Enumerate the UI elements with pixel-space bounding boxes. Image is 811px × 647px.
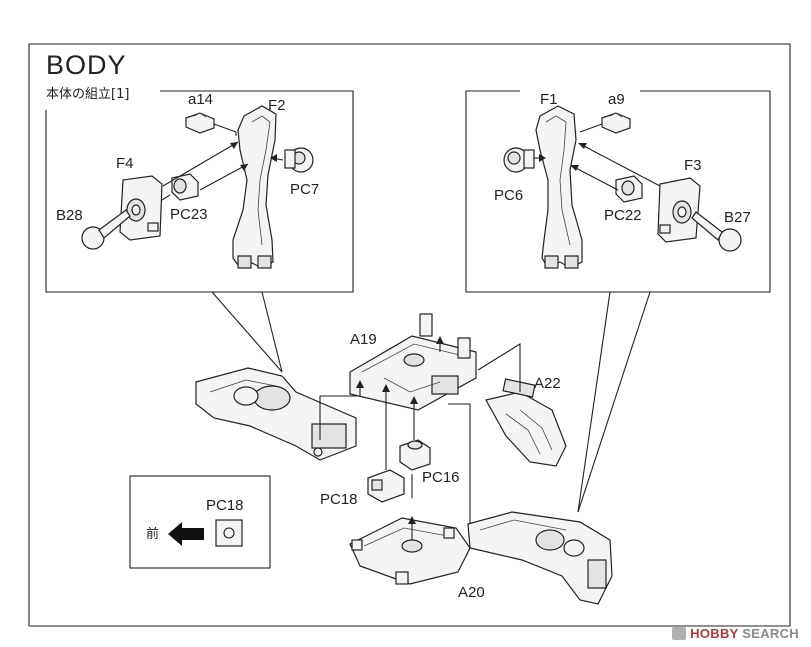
label-f4: F4 — [116, 155, 134, 172]
note-part-shape — [215, 519, 243, 547]
part-a9 — [579, 112, 631, 134]
label-f2: F2 — [268, 97, 286, 114]
part-a14 — [185, 112, 237, 136]
watermark-accent: SEARCH — [742, 626, 799, 641]
part-b27 — [691, 211, 742, 252]
watermark: HOBBY SEARCH — [672, 626, 799, 641]
part-a19 — [349, 313, 477, 411]
label-pc23: PC23 — [170, 206, 208, 223]
right-callout: F1 a9 PC6 F3 PC22 B27 — [465, 90, 771, 513]
left-callout: a14 F2 F4 PC7 B28 PC23 — [45, 90, 354, 373]
label-pc6: PC6 — [494, 187, 523, 204]
note-part-label: PC18 — [206, 497, 244, 514]
label-a19: A19 — [350, 331, 377, 348]
part-pc16 — [399, 439, 431, 471]
orientation-note: PC18 前 — [129, 475, 271, 569]
label-pc7: PC7 — [290, 181, 319, 198]
body-right-half — [467, 511, 613, 605]
label-b27: B27 — [724, 209, 751, 226]
label-pc16: PC16 — [422, 469, 460, 486]
label-a14: a14 — [188, 91, 213, 108]
note-direction-label: 前 — [146, 526, 159, 542]
body-left-half — [195, 367, 357, 461]
brand-logo-icon — [672, 627, 687, 640]
watermark-brand: HOBBY — [690, 626, 739, 641]
part-a22 — [485, 378, 567, 467]
label-a22: A22 — [534, 375, 561, 392]
outer-frame — [28, 43, 791, 627]
part-pc22 — [615, 175, 643, 203]
part-b28 — [81, 209, 131, 250]
part-f1 — [535, 105, 583, 269]
label-a9: a9 — [608, 91, 625, 108]
part-f4 — [119, 175, 163, 241]
page-subtitle: 本体の組立[1] — [46, 87, 129, 102]
page-title: BODY — [46, 50, 127, 80]
front-arrow-icon — [168, 522, 204, 546]
part-pc7 — [284, 147, 314, 173]
label-f3: F3 — [684, 157, 702, 174]
label-pc18: PC18 — [320, 491, 358, 508]
label-b28: B28 — [56, 207, 83, 224]
label-a20: A20 — [458, 584, 485, 601]
main-arrows — [319, 336, 521, 540]
part-pc18 — [367, 469, 405, 503]
left-arrows — [161, 141, 284, 201]
label-pc22: PC22 — [604, 207, 642, 224]
part-pc6 — [503, 147, 535, 173]
part-f3 — [657, 177, 701, 243]
part-pc23 — [171, 173, 199, 201]
part-f2 — [232, 105, 277, 269]
right-arrows — [534, 143, 661, 191]
part-a20 — [349, 517, 471, 585]
label-f1: F1 — [540, 91, 558, 108]
